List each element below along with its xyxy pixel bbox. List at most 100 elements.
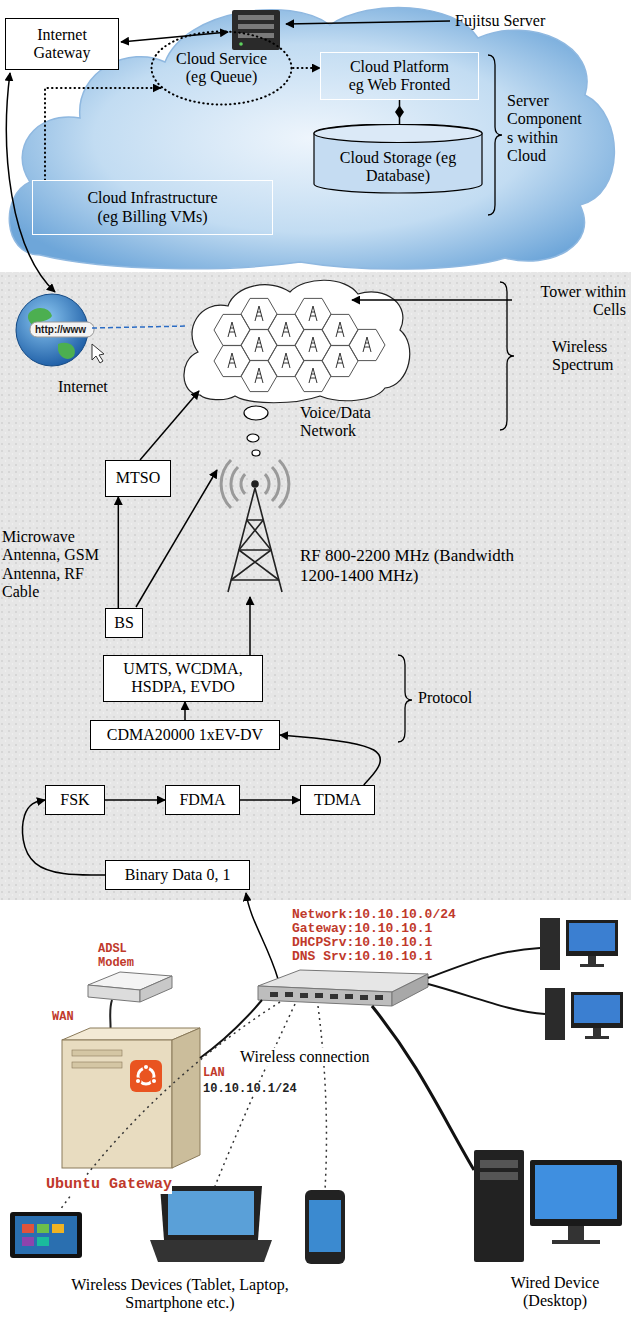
- node-text: FDMA: [179, 791, 225, 809]
- cylinder-top: [314, 125, 482, 143]
- radio-tower: [231, 520, 279, 580]
- radio-waves: [272, 467, 279, 501]
- desktop-computer: [540, 918, 618, 970]
- tablet-device: [37, 1237, 49, 1246]
- network-label: Voice/Data Network: [300, 404, 385, 441]
- desktop-computer: [588, 956, 596, 964]
- wired-desktop: [535, 1165, 617, 1219]
- cell-grid: [268, 314, 304, 345]
- globe-icon: [30, 322, 94, 337]
- desktop-computer: [574, 995, 620, 1023]
- node-text: TDMA: [314, 791, 361, 809]
- ubuntu-gateway: [62, 1040, 172, 1168]
- gateway-box: Internet Gateway: [5, 18, 119, 70]
- network-switch: [300, 993, 308, 998]
- ubuntu-gateway: [135, 1078, 141, 1084]
- radio-waves: [221, 460, 289, 508]
- cell-grid: [282, 322, 290, 337]
- connector-arrow: [184, 702, 186, 720]
- laptop-device: [168, 1191, 254, 1235]
- desktop-computer: [566, 920, 618, 956]
- network-config: Network:10.10.10.0/24: [292, 908, 456, 922]
- mtso-cells-arrow: [140, 391, 199, 460]
- wired-desktop: [568, 1226, 584, 1240]
- spectrum-label: Wireless Spectrum: [552, 338, 628, 375]
- process-box: BS: [105, 608, 143, 638]
- thought-ovals: [244, 406, 268, 420]
- node-text: UMTS, WCDMA, HSDPA, EVDO: [120, 660, 246, 697]
- cell-grid: [228, 322, 236, 337]
- cells-cloud: [184, 280, 410, 403]
- cell-grid: [336, 322, 344, 337]
- network-switch: [270, 992, 383, 1000]
- internet-label: Internet: [58, 378, 108, 396]
- network-binary-arrow: [246, 893, 278, 979]
- cell-grid: [214, 298, 385, 391]
- cell-grid: [255, 368, 263, 383]
- network-switch: [330, 994, 338, 999]
- cell-grid: [241, 298, 277, 329]
- ubuntu-gateway: [72, 1062, 122, 1068]
- node-text: Cloud Platform eg Web Fronted: [343, 58, 456, 95]
- wired-desktop: [480, 1172, 518, 1180]
- url-text: http://www: [35, 323, 86, 336]
- laptop-device: [150, 1240, 272, 1262]
- ubuntu-gateway: [143, 1064, 149, 1070]
- desktop-computer: [545, 988, 565, 1040]
- network-switch: [360, 995, 368, 1000]
- server-icon: [238, 24, 274, 29]
- brace-label: Server Component s within Cloud: [507, 92, 589, 166]
- brace: [398, 655, 412, 742]
- connector-arrow: [118, 497, 120, 608]
- network-cables: [200, 948, 545, 1170]
- rf-label: RF 800-2200 MHz (Bandwidth 1200-1400 MHz…: [300, 546, 550, 585]
- cell-grid: [349, 329, 385, 360]
- server-icon: [238, 15, 274, 20]
- bottom-ground: [0, 900, 631, 1336]
- cell-grid: [322, 345, 358, 376]
- adsl-modem: [140, 976, 172, 1002]
- cell-grid: [309, 368, 317, 383]
- tablet-device: [10, 1212, 82, 1258]
- server-icon: [239, 42, 243, 46]
- protocol-box: UMTS, WCDMA, HSDPA, EVDO: [103, 655, 263, 702]
- radio-tower: [231, 520, 279, 580]
- cell-grid: [295, 329, 331, 360]
- cell-grid: [268, 345, 304, 376]
- radio-waves: [265, 474, 269, 494]
- globe-icon: [16, 294, 88, 366]
- wan-label: WAN: [52, 1010, 74, 1024]
- desktop-computer: [580, 964, 604, 967]
- network-switch: [375, 995, 383, 1000]
- wired-desktop: [530, 1160, 622, 1226]
- wired-desktop: [474, 1150, 622, 1262]
- connector-arrow: [240, 799, 300, 801]
- wired-desktop: [480, 1160, 518, 1168]
- ubuntu-gateway: [62, 1028, 200, 1168]
- thought-ovals: [247, 434, 259, 442]
- network-config: DHCPSrv:10.10.10.1: [292, 936, 432, 950]
- protocol-box: CDMA20000 1xEV-DV: [90, 720, 280, 750]
- cell-grid: [255, 337, 263, 352]
- process-box: MTSO: [105, 460, 171, 497]
- network-switch: [285, 992, 293, 997]
- node-text: FSK: [60, 791, 89, 809]
- network-switch: [270, 992, 278, 997]
- gateway-label: Ubuntu Gateway: [46, 1176, 172, 1194]
- network-config: DNS Srv:10.10.10.1: [292, 950, 432, 964]
- cell-grid: [214, 345, 250, 376]
- globe-icon: [92, 344, 104, 363]
- wired-device-label: Wired Device (Desktop): [488, 1274, 622, 1311]
- node-text: CDMA20000 1xEV-DV: [107, 726, 263, 744]
- cell-grid: [214, 314, 250, 345]
- desktop-computer: [545, 988, 623, 1040]
- smartphone-device: [309, 1200, 341, 1252]
- network-switch: [392, 974, 428, 1006]
- dotted-arrow: [45, 88, 161, 180]
- server-label: Fujitsu Server: [455, 12, 545, 30]
- ubuntu-gateway: [72, 1050, 122, 1056]
- cell-grid: [309, 337, 317, 352]
- wireless-label: Wireless connection: [240, 1048, 370, 1066]
